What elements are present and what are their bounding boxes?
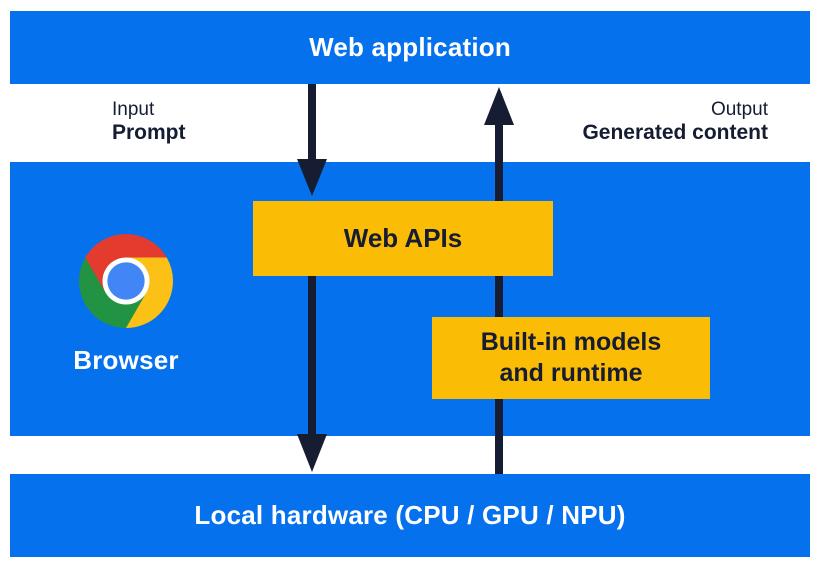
local-hardware-band: Local hardware (CPU / GPU / NPU) <box>10 474 810 557</box>
web-application-label: Web application <box>309 32 511 62</box>
input-caption: Input <box>112 99 155 120</box>
builtin-models-box: Built-in models and runtime <box>432 317 710 399</box>
builtin-models-label-line2: and runtime <box>499 359 643 387</box>
browser-label: Browser <box>73 345 179 375</box>
local-hardware-label: Local hardware (CPU / GPU / NPU) <box>194 500 626 530</box>
web-apis-box: Web APIs <box>253 201 553 276</box>
builtin-models-label-line1: Built-in models <box>480 328 662 356</box>
input-flow-label: Input Prompt <box>112 98 186 144</box>
web-application-band: Web application <box>10 11 810 84</box>
input-value: Prompt <box>112 121 186 144</box>
output-caption: Output <box>710 99 768 120</box>
web-apis-label: Web APIs <box>343 223 463 253</box>
output-flow-label: Output Generated content <box>582 98 768 144</box>
output-value: Generated content <box>582 121 768 144</box>
chrome-browser-logo-icon <box>79 234 173 328</box>
